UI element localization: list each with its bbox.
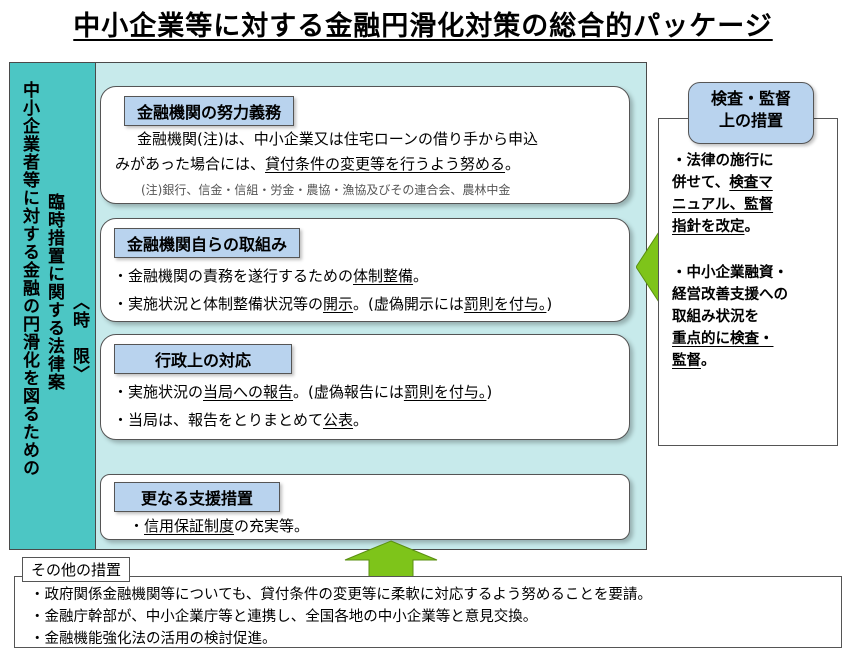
card3-line1: ・実施状況の当局への報告。(虚偽報告には罰則を付与。) — [113, 383, 493, 401]
card1-note: (注)銀行、信金・信組・労金・農協・漁協及びその連合会、農林中金 — [141, 183, 511, 197]
inspection-item-2: ・中小企業融資・ 経営改善支援への 取組み状況を 重点的に検査・ 監督。 — [672, 262, 788, 372]
card-bank-initiatives: ・金融機関の責務を遂行するための体制整備。 ・実施状況と体制整備状況等の開示。(… — [100, 218, 630, 322]
inspection-item1-a: ・法律の施行に — [672, 153, 774, 169]
card4-heading: 更なる支援措置 — [114, 482, 281, 512]
inspection-item1-c: ニュアル、監督 — [672, 197, 774, 214]
card1-line2: みがあった場合には、貸付条件の変更等を行うよう努める。 — [115, 155, 521, 173]
card2-line1: ・金融機関の責務を遂行するための体制整備。 — [113, 267, 429, 285]
inspection-item2-e: 監督。 — [672, 353, 716, 370]
time-limit-label: ︿時 限﹀ — [69, 293, 89, 383]
card-administrative-response: ・実施状況の当局への報告。(虚偽報告には罰則を付与。) ・当局は、報告をとりまと… — [100, 334, 630, 440]
inspection-item2-a: ・中小企業融資・ — [672, 265, 788, 281]
card1-line1: 金融機関(注)は、中小企業又は住宅ローンの借り手から申込 — [137, 130, 538, 148]
inspection-item-1: ・法律の施行に 併せて、検査マ ニュアル、監督 指針を改定。 — [672, 150, 774, 238]
inspection-item2-c: 取組み状況を — [672, 309, 759, 326]
card2-heading: 金融機関自らの取組み — [114, 228, 301, 258]
other-measures-heading: その他の措置 — [22, 557, 131, 582]
inspection-box — [658, 118, 838, 446]
law-name-main: 中小企業者等に対する金融の円滑化を図るための — [19, 81, 39, 477]
card3-heading: 行政上の対応 — [114, 344, 293, 374]
card2-line2: ・実施状況と体制整備状況等の開示。(虚偽開示には罰則を付与。) — [113, 295, 553, 313]
other-measures-box — [14, 576, 842, 648]
card1-heading: 金融機関の努力義務 — [124, 96, 295, 126]
up-arrow-icon — [344, 540, 438, 578]
law-name-sub: 臨時措置に関する法律案 — [44, 193, 64, 391]
inspection-heading-line2: 上の措置 — [718, 111, 783, 131]
card3-line2: ・当局は、報告をとりまとめて公表。 — [113, 411, 369, 429]
other-measure-item: ・金融機能強化法の活用の検討促進。 — [30, 631, 277, 647]
other-measure-item: ・金融庁幹部が、中小企業庁等と連携し、全国各地の中小企業等と意見交換。 — [30, 609, 538, 625]
page-title: 中小企業等に対する金融円滑化対策の総合的パッケージ — [73, 11, 773, 42]
inspection-heading-line1: 検査・監督 — [710, 89, 791, 108]
inspection-item1-d: 指針を改定。 — [672, 219, 759, 236]
inspection-heading: 検査・監督 上の措置 — [688, 82, 814, 144]
law-title-column: 中小企業者等に対する金融の円滑化を図るための 臨時措置に関する法律案 ︿時 限﹀ — [10, 63, 96, 549]
inspection-item2-d: 重点的に検査・ — [672, 331, 774, 348]
inspection-item1-b: 併せて、検査マ — [672, 175, 773, 192]
other-measure-item: ・政府関係金融機関等についても、貸付条件の変更等に柔軟に対応するよう努めることを… — [30, 587, 652, 603]
card4-line1: ・信用保証制度の充実等。 — [129, 517, 310, 535]
inspection-item2-b: 経営改善支援への — [672, 287, 788, 304]
